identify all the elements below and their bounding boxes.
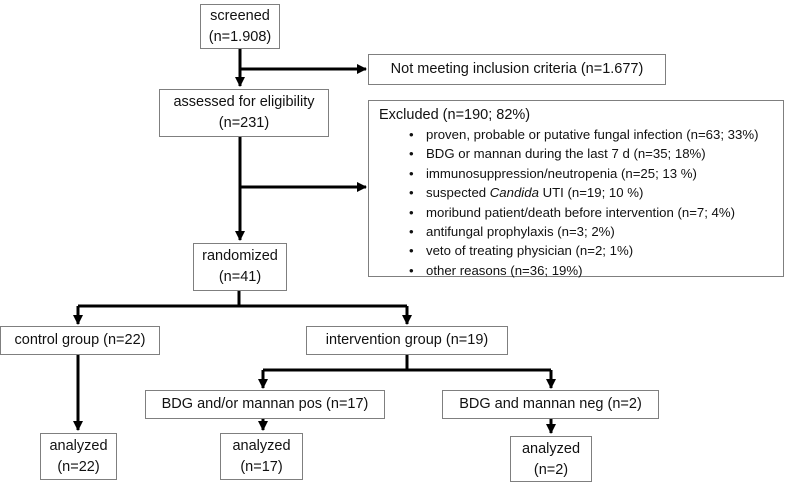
analyzed-neg-label: analyzed [521, 441, 581, 457]
excluded-reason-text: BDG or mannan during the last 7 d (n=35;… [426, 146, 706, 162]
not-meeting-box: Not meeting inclusion criteria (n=1.677) [368, 54, 666, 85]
analyzed-neg-box: analyzed (n=2) [510, 436, 592, 482]
excluded-reason-item: • antifungal prophylaxis (n=3; 2%) [409, 222, 783, 241]
control-group-label: control group (n=22) [14, 332, 146, 348]
excluded-reason-item: • BDG or mannan during the last 7 d (n=35… [409, 144, 783, 163]
assessed-box: assessed for eligibility (n=231) [159, 89, 329, 137]
bullet-icon: • [409, 146, 414, 162]
excluded-reason-item: • immunosuppression/neutropenia (n=25; 13… [409, 164, 783, 183]
bullet-icon: • [409, 185, 414, 201]
excluded-reason-text: immunosuppression/neutropenia (n=25; 13 … [426, 165, 697, 181]
analyzed-pos-count: (n=17) [240, 459, 283, 475]
screened-count: (n=1.908) [208, 29, 272, 45]
analyzed-pos-label: analyzed [232, 438, 291, 454]
excluded-reason-text: proven, probable or putative fungal infe… [426, 127, 759, 142]
intervention-group-box: intervention group (n=19) [306, 326, 508, 355]
assessed-count: (n=231) [218, 115, 270, 131]
screened-label: screened [210, 8, 270, 24]
excluded-reason-italic: Candida [489, 185, 539, 201]
bdg-pos-label: BDG and/or mannan pos (n=17) [161, 396, 369, 412]
bdg-neg-label: BDG and mannan neg (n=2) [459, 396, 642, 412]
excluded-reason-text: veto of treating physician (n=2; 1%) [426, 243, 634, 259]
randomized-label: randomized [202, 248, 278, 264]
excluded-reason-text: UTI (n=19; 10 %) [538, 185, 644, 201]
excluded-reason-text: other reasons (n=36; 19%) [426, 262, 583, 278]
not-meeting-label: Not meeting inclusion criteria (n=1.677) [390, 61, 644, 77]
excluded-reason-text: suspected [426, 185, 490, 201]
excluded-reason-item: • veto of treating physician (n=2; 1%) [409, 241, 783, 260]
bullet-icon: • [409, 165, 414, 181]
analyzed-control-label: analyzed [49, 438, 108, 454]
screened-box: screened (n=1.908) [200, 4, 280, 49]
excluded-reason-item: • moribund patient/death before intervent… [409, 203, 783, 222]
excluded-reason-text: moribund patient/death before interventi… [426, 204, 736, 220]
bullet-icon: • [409, 262, 414, 278]
bdg-neg-box: BDG and mannan neg (n=2) [442, 390, 659, 419]
randomized-box: randomized (n=41) [193, 243, 287, 291]
analyzed-neg-count: (n=2) [533, 462, 569, 478]
assessed-label: assessed for eligibility [173, 94, 315, 110]
excluded-title: Excluded (n=190; 82%) [379, 107, 531, 123]
excluded-box: Excluded (n=190; 82%) • proven, probable … [368, 100, 784, 280]
bdg-pos-box: BDG and/or mannan pos (n=17) [145, 390, 385, 419]
excluded-reason-item: • other reasons (n=36; 19%) [409, 261, 783, 280]
bullet-icon: • [409, 204, 414, 220]
excluded-reason-text: antifungal prophylaxis (n=3; 2%) [426, 224, 615, 240]
bullet-icon: • [409, 127, 414, 142]
analyzed-pos-box: analyzed (n=17) [220, 433, 303, 480]
excluded-reasons-list: • proven, probable or putative fungal inf… [379, 125, 783, 280]
excluded-reason-item: • proven, probable or putative fungal inf… [409, 125, 783, 144]
analyzed-control-box: analyzed (n=22) [40, 433, 117, 480]
control-group-box: control group (n=22) [0, 326, 160, 355]
analyzed-control-count: (n=22) [57, 459, 100, 475]
bullet-icon: • [409, 243, 414, 259]
intervention-group-label: intervention group (n=19) [325, 332, 489, 348]
bullet-icon: • [409, 224, 414, 240]
excluded-reason-item: • suspected Candida UTI (n=19; 10 %) [409, 183, 783, 202]
randomized-count: (n=41) [218, 269, 262, 285]
